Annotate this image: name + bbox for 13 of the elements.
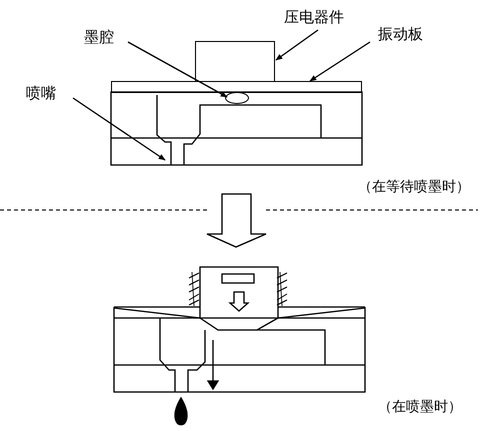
part-label: 压电器件 — [284, 8, 344, 26]
part-label: 喷嘴 — [26, 84, 56, 102]
state-caption: （在喷墨时） — [378, 398, 462, 416]
leader-line — [275, 29, 318, 61]
leader-line — [128, 41, 228, 98]
vibration-plate — [111, 81, 362, 93]
state-caption: （在等待喷墨时） — [358, 178, 470, 196]
ink-chamber — [225, 92, 249, 104]
part-label: 墨腔 — [84, 28, 114, 46]
part-label: 振动板 — [378, 25, 423, 43]
leader-line — [309, 41, 370, 82]
piezo-element — [195, 41, 275, 82]
leader-line — [72, 97, 166, 161]
